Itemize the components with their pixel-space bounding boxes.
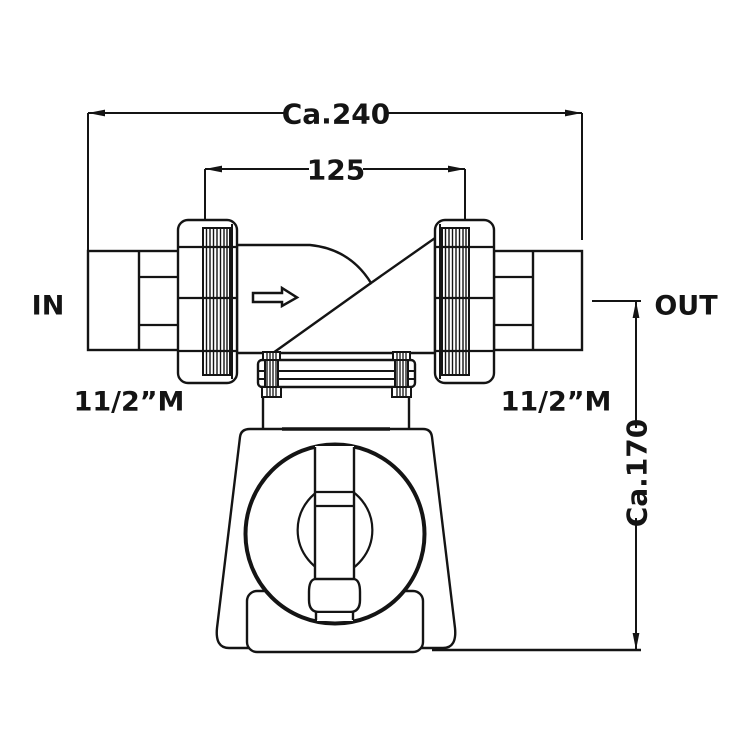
bolt-thread-hatching bbox=[396, 353, 407, 396]
dimension-total-height-label: Ca.170 bbox=[621, 419, 654, 528]
cartridge-cap bbox=[307, 577, 362, 614]
dim-arrow-down-icon bbox=[632, 633, 640, 650]
dim-arrow-right-icon bbox=[448, 165, 465, 173]
outlet-thread-label: 11/2”M bbox=[501, 387, 612, 418]
outlet-union-nut bbox=[433, 218, 496, 385]
dim-arrow-left-icon bbox=[205, 165, 222, 173]
dim-arrow-left-icon bbox=[88, 109, 105, 117]
flange-bolt-right bbox=[391, 351, 412, 398]
knurl-hatching bbox=[444, 228, 467, 375]
flange-bolt-left bbox=[261, 351, 282, 398]
inlet-thread-label: 11/2”M bbox=[74, 387, 185, 418]
outlet-pipe bbox=[492, 249, 584, 352]
bolt-thread-hatching bbox=[266, 353, 277, 396]
flange bbox=[256, 358, 417, 389]
dim-arrow-up-icon bbox=[632, 301, 640, 318]
dimension-total-height bbox=[432, 300, 641, 652]
dimension-total-width bbox=[87, 109, 583, 268]
dim-arrow-right-icon bbox=[565, 109, 582, 117]
flow-direction-arrow-icon bbox=[251, 285, 300, 309]
dimension-total-width-label: Ca.240 bbox=[282, 98, 391, 131]
inlet-union-nut bbox=[176, 218, 239, 385]
inlet-label: IN bbox=[32, 291, 65, 322]
dimension-union-distance-label: 125 bbox=[307, 154, 365, 187]
filter-cartridge bbox=[296, 446, 374, 621]
cartridge-stub bbox=[314, 612, 355, 621]
knurl-hatching bbox=[205, 228, 228, 375]
body-diagonal-edge bbox=[272, 282, 372, 354]
dimension-union-distance bbox=[204, 165, 466, 223]
outlet-label: OUT bbox=[654, 291, 718, 322]
inlet-pipe bbox=[86, 249, 185, 352]
